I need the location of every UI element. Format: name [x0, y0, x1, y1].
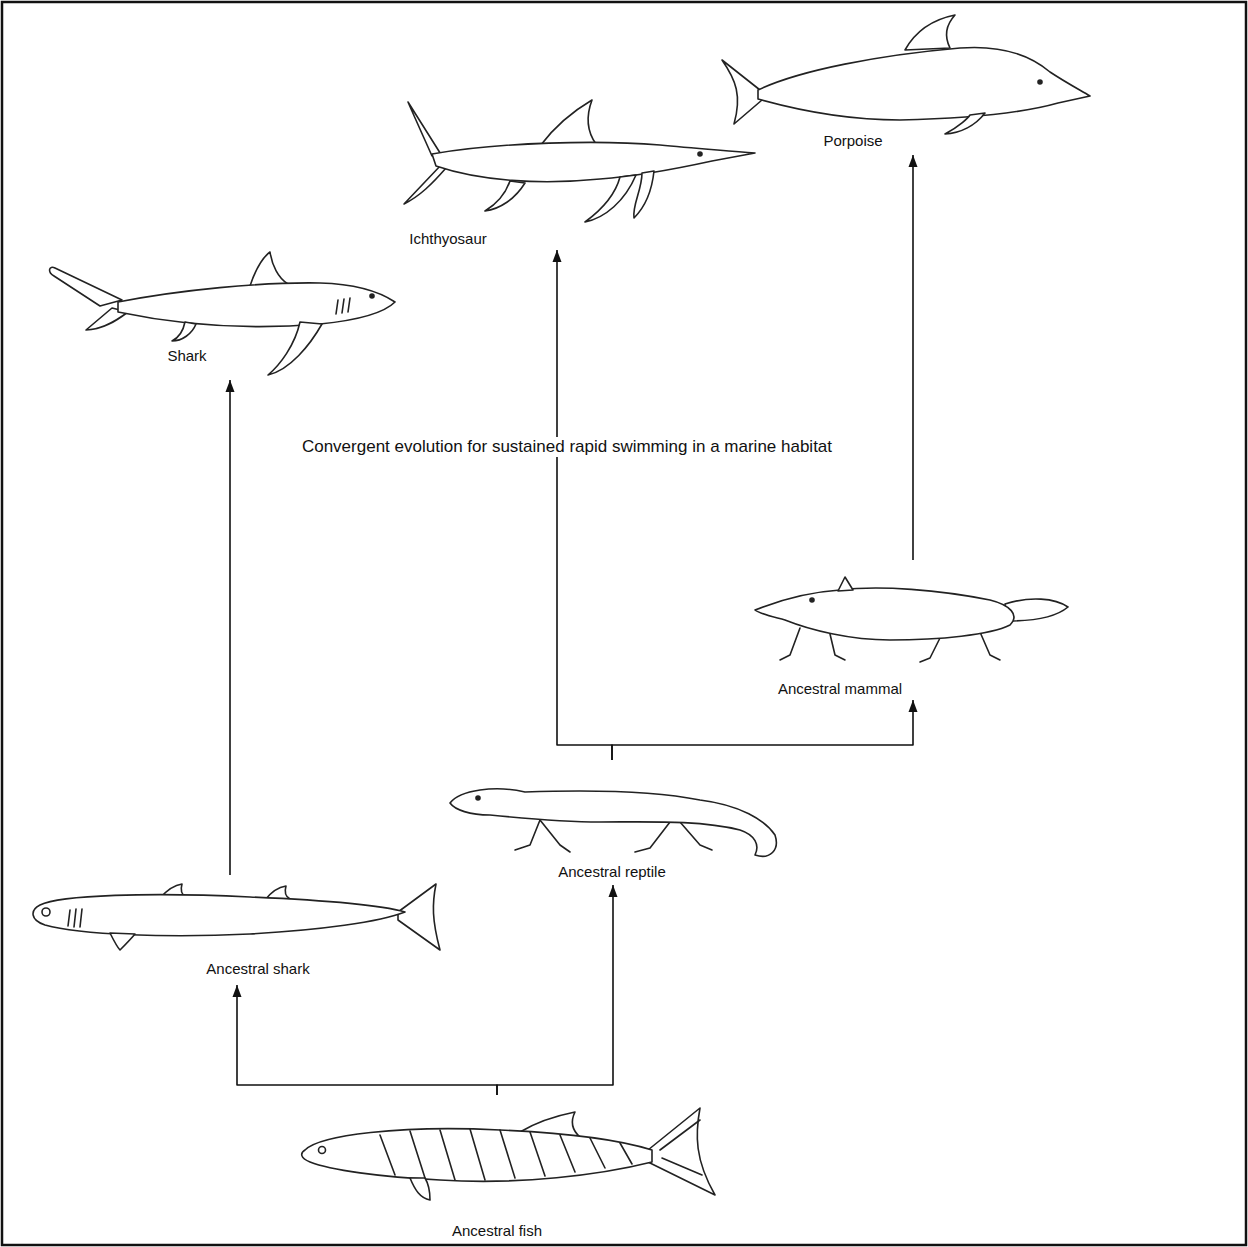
porpoise-drawing — [722, 15, 1090, 134]
arrow-line — [497, 885, 613, 1095]
arrow-line — [557, 250, 612, 760]
animal-node: Ancestral shark — [20, 875, 440, 985]
arrowhead — [909, 155, 918, 167]
animal-node: Shark — [40, 245, 400, 380]
arrowhead — [609, 885, 618, 897]
ancestral-shark-drawing — [33, 884, 440, 950]
animal-label: Ancestral shark — [204, 960, 311, 978]
animal-node: Ancestral fish — [295, 1095, 720, 1243]
shark-drawing — [50, 252, 395, 375]
arrow-line — [229, 380, 231, 875]
arrow-line — [912, 155, 914, 560]
caption-note: Convergent evolution for sustained rapid… — [298, 437, 836, 457]
arrowhead — [909, 700, 918, 712]
arrow-line — [612, 700, 913, 760]
evolution-arrow — [497, 885, 618, 1095]
evolution-arrow — [909, 155, 918, 560]
evolution-arrow — [226, 380, 235, 875]
arrowhead — [226, 380, 235, 392]
ancestral-mammal-drawing — [755, 577, 1068, 662]
evolution-arrow — [612, 700, 918, 760]
animal-label: Ancestral fish — [450, 1222, 544, 1240]
arrowhead — [233, 985, 242, 997]
animal-label: Ancestral mammal — [776, 680, 904, 698]
evolution-arrow — [233, 985, 498, 1095]
animal-label: Ichthyosaur — [407, 230, 489, 248]
animal-label: Ancestral reptile — [556, 863, 668, 881]
ancestral-reptile-drawing — [450, 789, 776, 856]
animal-node: Ancestral mammal — [745, 560, 1075, 700]
ichthyosaur-drawing — [404, 100, 755, 222]
arrowhead — [553, 250, 562, 262]
animal-label: Shark — [165, 347, 208, 365]
evolution-arrow — [553, 250, 613, 760]
ancestral-fish-drawing — [302, 1108, 715, 1200]
animal-node: Ichthyosaur — [395, 90, 760, 250]
arrow-line — [237, 985, 497, 1095]
animal-label: Porpoise — [821, 132, 884, 150]
animal-node: Porpoise — [710, 5, 1100, 155]
animal-node: Ancestral reptile — [440, 760, 785, 885]
